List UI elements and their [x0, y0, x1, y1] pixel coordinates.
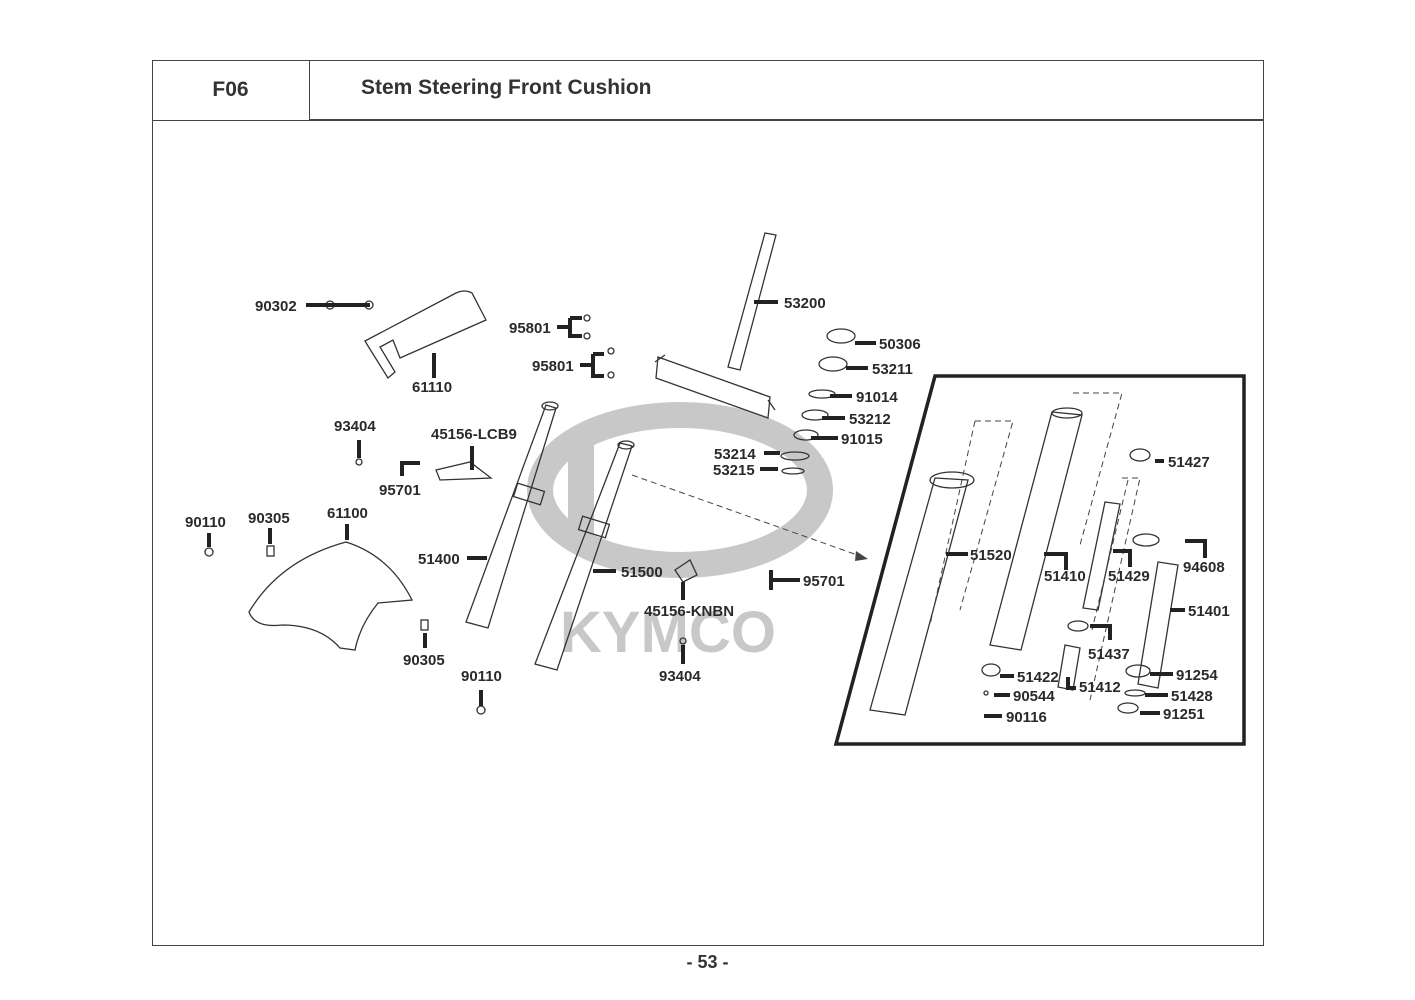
callout-45156-knbn[interactable]: 45156-KNBN [644, 603, 734, 620]
callout-51410[interactable]: 51410 [1044, 568, 1086, 585]
callout-53214[interactable]: 53214 [714, 446, 756, 463]
arrow-head-icon [855, 551, 868, 561]
callout-51437[interactable]: 51437 [1088, 646, 1130, 663]
detail-arrow-line [631, 474, 861, 557]
section-code: F06 [152, 60, 310, 121]
callout-90544[interactable]: 90544 [1013, 688, 1055, 705]
part-95801-bolts[interactable] [583, 314, 615, 379]
callout-93404-upper[interactable]: 93404 [334, 418, 376, 435]
diagram-frame [152, 60, 1264, 946]
callout-50306[interactable]: 50306 [879, 336, 921, 353]
callout-90305-lower[interactable]: 90305 [403, 652, 445, 669]
callout-95801-lower[interactable]: 95801 [532, 358, 574, 375]
inset-border [833, 374, 1246, 746]
callout-90110-lower[interactable]: 90110 [461, 668, 502, 685]
callout-51429[interactable]: 51429 [1108, 568, 1150, 585]
callout-91254[interactable]: 91254 [1176, 667, 1218, 684]
callout-94608[interactable]: 94608 [1183, 559, 1225, 576]
part-61110-cover[interactable] [364, 290, 487, 379]
page-title: Stem Steering Front Cushion [361, 76, 652, 99]
part-fasteners[interactable] [204, 458, 698, 715]
fork-detail-inset [833, 374, 1246, 746]
callout-95701-left[interactable]: 95701 [379, 482, 421, 499]
callout-45156-lcb9[interactable]: 45156-LCB9 [431, 426, 517, 443]
callout-61100[interactable]: 61100 [327, 505, 368, 522]
callout-90302[interactable]: 90302 [255, 298, 297, 315]
callout-91015[interactable]: 91015 [841, 431, 883, 448]
callout-53211[interactable]: 53211 [872, 361, 913, 378]
callout-51401[interactable]: 51401 [1188, 603, 1230, 620]
callout-61110[interactable]: 61110 [412, 379, 452, 396]
callout-90116[interactable]: 90116 [1006, 709, 1047, 726]
callout-95701-right[interactable]: 95701 [803, 573, 845, 590]
callout-95801-upper[interactable]: 95801 [509, 320, 551, 337]
callout-51427[interactable]: 51427 [1168, 454, 1210, 471]
part-51400-fork-left[interactable] [465, 401, 559, 629]
callout-90305-upper[interactable]: 90305 [248, 510, 290, 527]
part-45156-lcb9-bracket[interactable] [435, 461, 493, 481]
callout-90110-left[interactable]: 90110 [185, 514, 226, 531]
callout-53212[interactable]: 53212 [849, 411, 891, 428]
part-bearing-stack[interactable] [780, 328, 856, 475]
callout-51422[interactable]: 51422 [1017, 669, 1059, 686]
header-divider [310, 119, 1264, 121]
callout-53200[interactable]: 53200 [784, 295, 826, 312]
callout-51412[interactable]: 51412 [1079, 679, 1121, 696]
callout-51500[interactable]: 51500 [621, 564, 663, 581]
callout-51520[interactable]: 51520 [970, 547, 1012, 564]
part-45156-knbn-bracket[interactable] [674, 559, 698, 583]
callout-91014[interactable]: 91014 [856, 389, 898, 406]
watermark-bar [568, 440, 594, 550]
part-51500-fork-right[interactable] [534, 440, 635, 671]
callout-51428[interactable]: 51428 [1171, 688, 1213, 705]
page-number: - 53 - [686, 952, 729, 972]
callout-51400[interactable]: 51400 [418, 551, 460, 568]
leader-lines [207, 300, 1207, 718]
callout-91251[interactable]: 91251 [1163, 706, 1205, 723]
watermark-text: KYMCO [560, 600, 776, 665]
callout-53215[interactable]: 53215 [713, 462, 755, 479]
callout-labels: 90302 61110 95801 95801 53200 50306 5321… [185, 295, 1230, 726]
part-61100-front-fender[interactable] [248, 541, 414, 651]
callout-93404-lower[interactable]: 93404 [659, 668, 701, 685]
part-53200-steering-stem[interactable] [654, 232, 777, 419]
